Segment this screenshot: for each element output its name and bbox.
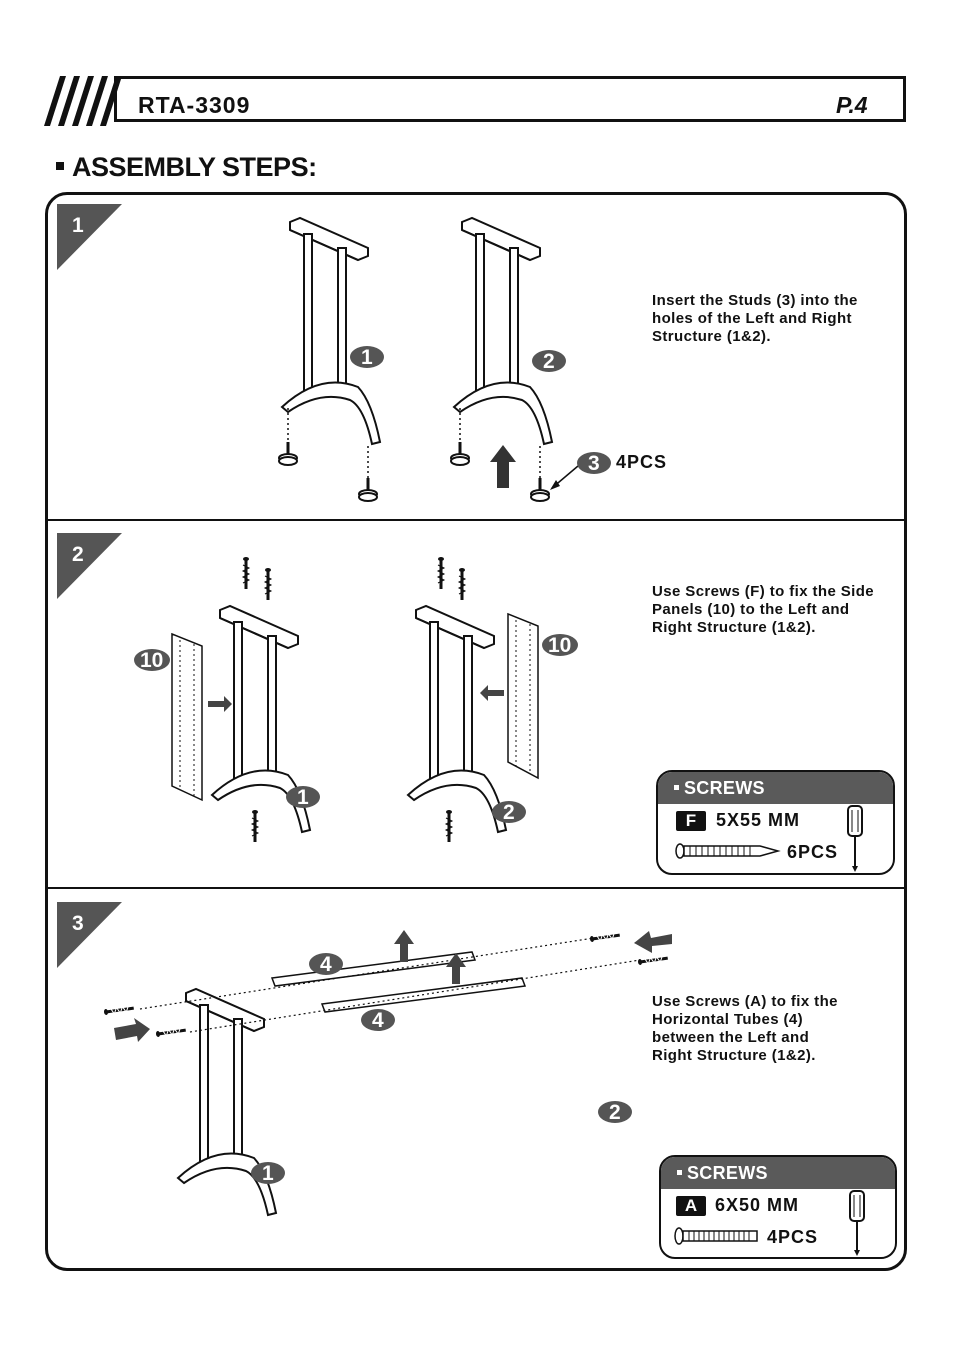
part-label-1: 1 (251, 1162, 285, 1185)
svg-text:3: 3 (588, 452, 600, 475)
step-2-marker: 2 (57, 533, 122, 599)
step-3-instruction: Use Screws (A) to fix the Horizontal Tub… (652, 993, 838, 1064)
bullet-square-icon (56, 161, 64, 170)
svg-text:1: 1 (262, 1162, 274, 1185)
stud-icon (529, 476, 551, 503)
part-label-2: 2 (598, 1101, 632, 1124)
screw-icon (636, 953, 670, 967)
horizontal-tube-upper (270, 951, 477, 987)
step-1-marker: 1 (57, 204, 122, 270)
screws-box-title: SCREWS (684, 778, 765, 798)
part-label-10: 10 (542, 634, 578, 657)
svg-text:10: 10 (548, 634, 571, 657)
part-label-1: 1 (350, 346, 384, 369)
bullet-square-icon (677, 1169, 682, 1175)
model-number: RTA-3309 (138, 92, 251, 118)
step-3-marker: 3 (57, 902, 122, 968)
step-divider-1 (45, 519, 907, 521)
part-label-10: 10 (134, 649, 170, 672)
svg-text:2: 2 (543, 350, 555, 373)
svg-text:4: 4 (320, 953, 332, 976)
right-arrow-icon (114, 1018, 150, 1042)
step-divider-2 (45, 887, 907, 889)
screw-icon (436, 555, 446, 591)
screw-icon (457, 566, 467, 602)
page-header (44, 76, 908, 126)
screw-code-badge: A (676, 1196, 706, 1216)
screw-icon (241, 555, 251, 591)
screw-spec: 5X55 MM (716, 810, 801, 830)
screw-icon (588, 930, 622, 944)
screw-icon (250, 808, 260, 844)
screw-code-badge: F (676, 811, 706, 831)
screws-box-header: SCREWS (658, 772, 893, 804)
screwdriver-icon (847, 805, 863, 872)
part-label-4: 4 (361, 1009, 395, 1032)
bullet-square-icon (674, 784, 679, 790)
step-2-number: 2 (72, 543, 84, 566)
stud-icon (277, 440, 299, 467)
screw-a-drawing (674, 1227, 758, 1245)
svg-text:1: 1 (297, 786, 309, 809)
svg-text:1: 1 (361, 346, 373, 369)
screwdriver-icon (849, 1190, 865, 1256)
part-label-2: 2 (492, 801, 526, 824)
step-1-right-structure (453, 217, 553, 445)
screw-icon (444, 808, 454, 844)
screw-f-drawing (675, 843, 781, 859)
screws-box-title: SCREWS (687, 1163, 768, 1183)
section-title: ASSEMBLY STEPS: (56, 152, 317, 183)
step-3-number: 3 (72, 912, 84, 935)
step-1-number: 1 (72, 214, 84, 237)
step-3-guide-lines (139, 936, 641, 1033)
steps-frame (45, 192, 907, 1271)
step-2-right-structure (407, 605, 507, 833)
header-title-box (114, 76, 906, 122)
side-panel-left (171, 632, 203, 802)
screws-box-header: SCREWS (661, 1157, 895, 1189)
step-1-left-structure (281, 217, 381, 445)
screw-icon (154, 1025, 188, 1039)
part-label-2: 2 (532, 350, 566, 373)
left-arrow-icon (634, 931, 672, 953)
svg-text:2: 2 (503, 801, 515, 824)
svg-text:4: 4 (372, 1009, 384, 1032)
screw-quantity: 6PCS (787, 842, 839, 862)
part-label-1: 1 (286, 786, 320, 809)
side-panel-right (507, 612, 539, 780)
stud-icon (357, 476, 379, 503)
screw-spec: 6X50 MM (715, 1195, 800, 1215)
screw-icon (263, 566, 273, 602)
svg-text:10: 10 (140, 649, 163, 672)
step-1-guide-lines (287, 408, 541, 482)
right-arrow-icon (208, 696, 232, 712)
screw-icon (102, 1003, 136, 1017)
section-title-text: ASSEMBLY STEPS: (72, 152, 317, 182)
left-arrow-icon (480, 685, 504, 701)
part-label-3: 3 (577, 452, 611, 475)
up-arrow-icon (394, 930, 414, 962)
stud-icon (449, 440, 471, 467)
svg-text:2: 2 (609, 1101, 621, 1124)
screw-quantity: 4PCS (767, 1227, 819, 1247)
studs-quantity: 4PCS (616, 452, 668, 472)
up-arrow-icon (446, 953, 466, 984)
up-arrow-icon (490, 445, 516, 488)
part-label-4: 4 (309, 953, 343, 976)
page-number: P.4 (836, 92, 868, 118)
step-1-instruction: Insert the Studs (3) into the holes of t… (652, 292, 858, 345)
step-2-instruction: Use Screws (F) to fix the Side Panels (1… (652, 583, 875, 636)
